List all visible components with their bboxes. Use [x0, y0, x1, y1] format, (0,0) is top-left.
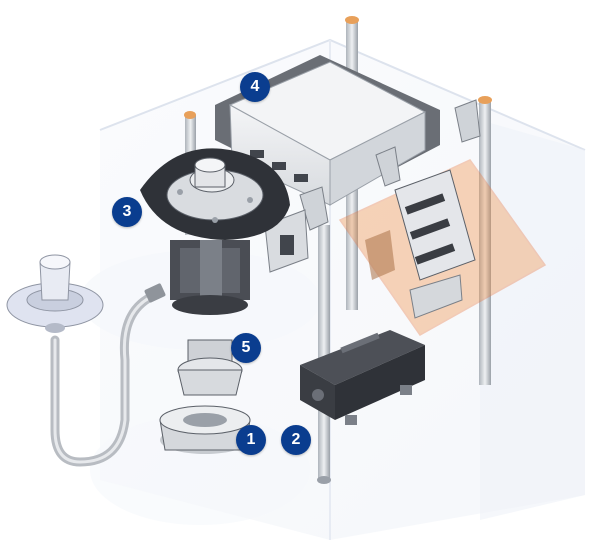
drive-column [170, 240, 250, 315]
rotary-head [140, 148, 290, 240]
callout-marker-3: 3 [112, 197, 142, 227]
callout-marker-5: 5 [231, 333, 261, 363]
callout-marker-1: 1 [236, 425, 266, 455]
electronics-panel [338, 159, 547, 336]
control-unit [215, 55, 481, 231]
motor-unit [300, 330, 425, 425]
callout-marker-4: 4 [240, 72, 270, 102]
cap-piece [177, 339, 243, 396]
base-cup [159, 405, 251, 454]
inlet-tube [50, 283, 166, 467]
callout-marker-2: 2 [281, 425, 311, 455]
inlet-funnel [6, 254, 104, 333]
